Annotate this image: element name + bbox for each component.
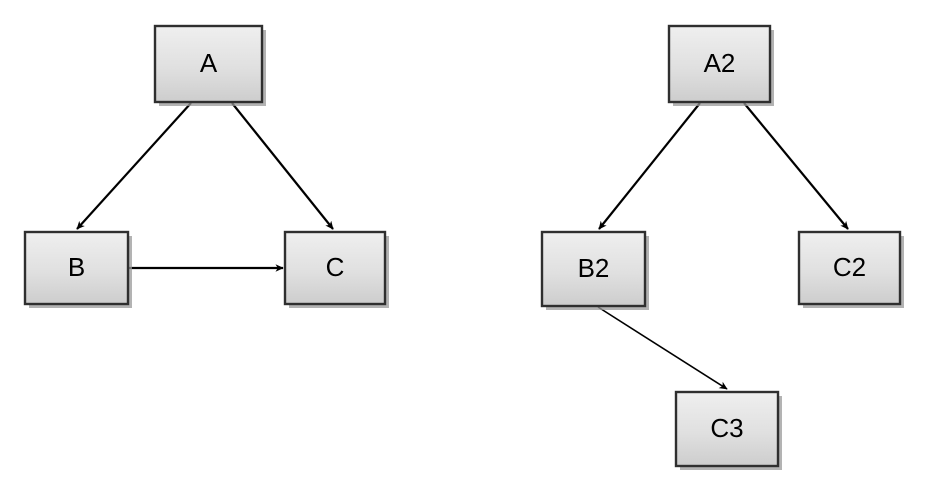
node-c3[interactable]: C3 (674, 390, 782, 470)
node-box-b2[interactable] (540, 230, 647, 308)
node-b2[interactable]: B2 (540, 230, 649, 310)
node-box-c2[interactable] (797, 230, 902, 306)
node-a[interactable]: A (153, 24, 266, 106)
edge-a2-to-b2[interactable] (598, 102, 701, 230)
edge-group-graph-right (597, 102, 849, 390)
node-box-c[interactable] (283, 230, 387, 306)
node-c2[interactable]: C2 (797, 230, 904, 308)
edge-a-to-c[interactable] (231, 102, 334, 230)
edges-layer (76, 102, 849, 390)
node-box-a[interactable] (153, 24, 264, 104)
node-c[interactable]: C (283, 230, 389, 308)
edge-group-graph-left (76, 102, 334, 272)
node-b[interactable]: B (23, 230, 132, 308)
node-box-a2[interactable] (667, 24, 772, 104)
node-a2[interactable]: A2 (667, 24, 774, 106)
node-box-c3[interactable] (674, 390, 780, 468)
edge-b2-to-c3[interactable] (597, 306, 728, 390)
edge-a-to-b[interactable] (76, 102, 192, 230)
node-box-b[interactable] (23, 230, 130, 306)
node-group-graph-left: A B C (23, 24, 389, 308)
edge-a2-to-c2[interactable] (743, 102, 849, 230)
